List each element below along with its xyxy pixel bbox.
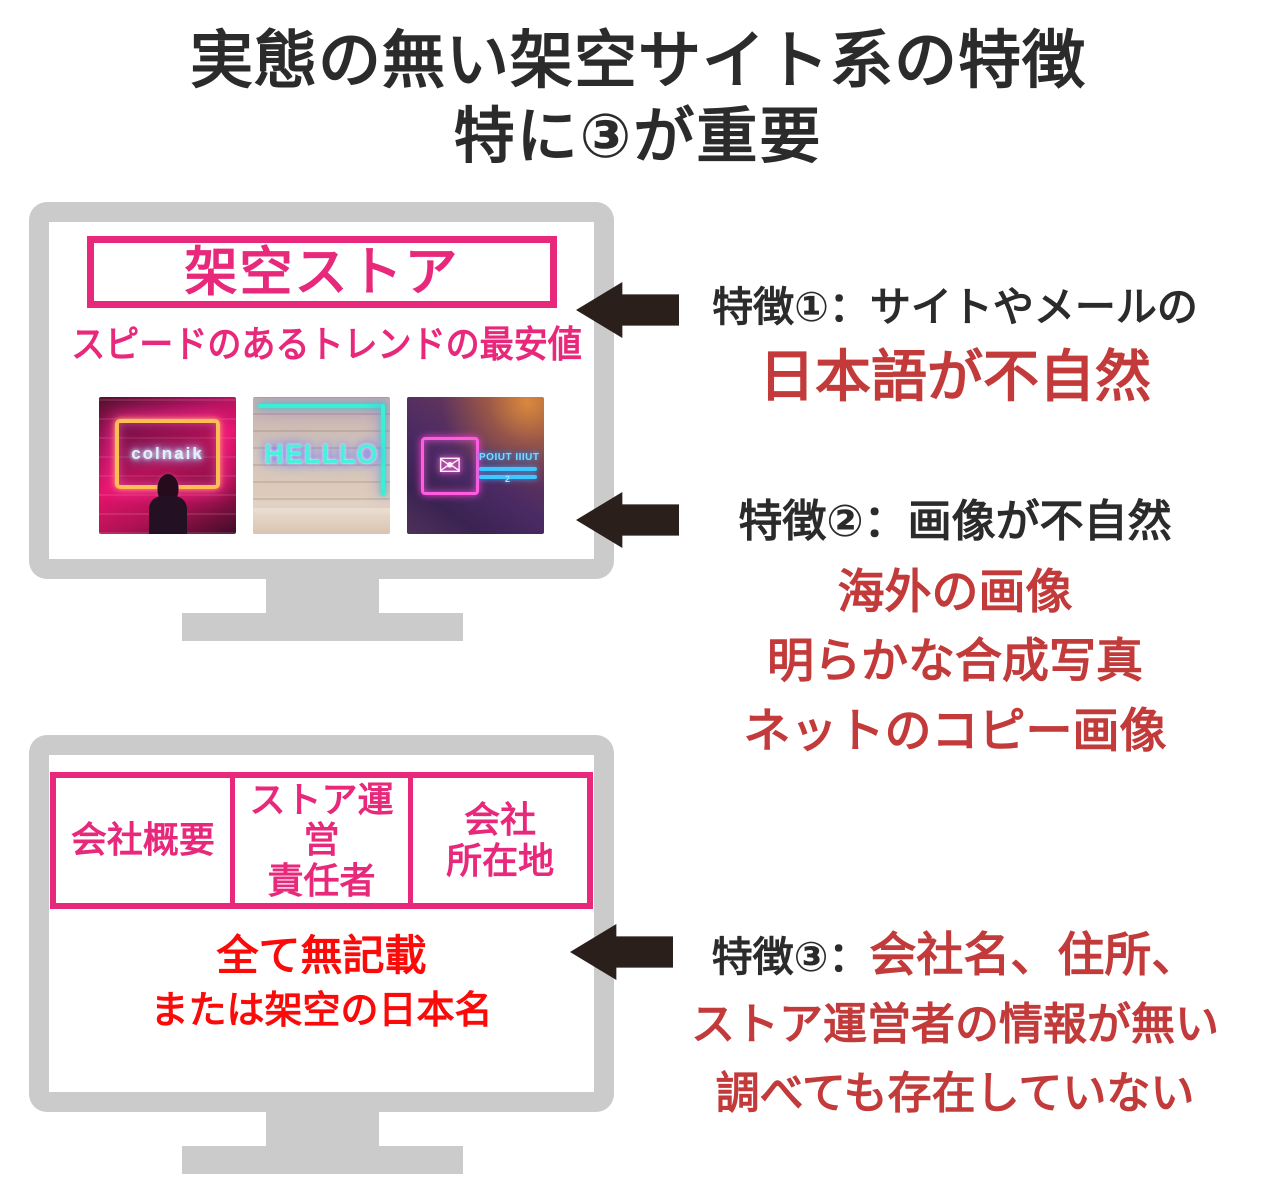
neon-bar-icon: [479, 467, 537, 471]
store-tagline: スピードのあるトレンドの最安値: [71, 324, 582, 365]
monitor-1-stand-base: [182, 613, 463, 641]
neon-square-frame-icon: ✉: [421, 437, 479, 495]
product-image-3: ✉ POIUT IIIUT 2: [407, 397, 544, 534]
feature-2-heading: 特徴②：画像が不自然: [738, 497, 1172, 546]
store-title-box: 架空ストア: [87, 236, 557, 308]
feature-2-block: 特徴②：画像が不自然 海外の画像 明らかな合成写真 ネットのコピー画像: [648, 497, 1262, 757]
feature-3-detail-2: 調べても存在していない: [715, 1069, 1195, 1119]
store-title: 架空ストア: [184, 242, 460, 302]
feature-2-detail-3: ネットのコピー画像: [743, 703, 1167, 757]
feature-3-heading-label: 特徴③：: [711, 934, 870, 980]
feature-3-heading: 特徴③：会社名、住所、: [648, 927, 1262, 983]
neon-sign-text-1: colnaik: [131, 444, 204, 463]
monitor-2-stand-base: [182, 1146, 463, 1174]
note-line-2: または架空の日本名: [150, 990, 493, 1033]
feature-2-detail-1: 海外の画像: [837, 564, 1073, 618]
table-cell-company-overview: 会社概要: [70, 819, 215, 861]
monitor-2-stand-neck: [266, 1111, 379, 1146]
feature-3-block: 特徴③：会社名、住所、 ストア運営者の情報が無い 調べても存在していない: [648, 927, 1262, 1121]
title-line-1: 実態の無い架空サイト系の特徴: [190, 26, 1086, 96]
monitor-2-frame: 会社概要 ストア運営 責任者 会社 所在地 全て無記載 または架空の日本名: [29, 735, 614, 1112]
monitor-1-frame: 架空ストア スピードのあるトレンドの最安値 colnaik HELLLO: [29, 202, 614, 579]
neon-small-text: 2: [505, 474, 511, 484]
feature-3-detail-1: ストア運営者の情報が無い: [691, 1000, 1219, 1050]
neon-sign-3: POIUT IIIUT 2: [479, 452, 541, 484]
company-info-table: 会社概要 ストア運営 責任者 会社 所在地: [50, 772, 593, 909]
feature-3-heading-detail: 会社名、住所、: [869, 928, 1199, 981]
table-cell-company-address: 会社 所在地: [408, 778, 587, 903]
feature-1-block: 特徴①：サイトやメールの 日本語が不自然: [648, 284, 1262, 405]
product-image-2: HELLLO: [253, 397, 390, 534]
neon-tube-icon: [258, 404, 385, 408]
table-note: 全て無記載 または架空の日本名: [49, 932, 594, 1033]
neon-tube-icon: [381, 404, 385, 496]
feature-1-detail: 日本語が不自然: [759, 345, 1151, 409]
neon-sign-text-3: POIUT IIIUT: [479, 452, 540, 463]
note-line-1: 全て無記載: [216, 932, 427, 979]
monitor-2-screen: 会社概要 ストア運営 責任者 会社 所在地 全て無記載 または架空の日本名: [49, 755, 594, 1092]
product-image-row: colnaik HELLLO ✉ POIUT IIIUT: [49, 397, 594, 534]
person-silhouette-icon: [147, 474, 189, 534]
neon-bar-icon: [479, 475, 537, 479]
envelope-icon: ✉: [438, 450, 462, 481]
product-image-1: colnaik: [99, 397, 236, 534]
page-title: 実態の無い架空サイト系の特徴 特に③が重要: [0, 22, 1276, 171]
monitor-1-stand-neck: [266, 578, 379, 613]
feature-1-heading: 特徴①：サイトやメールの: [712, 284, 1198, 330]
floor: [253, 508, 390, 534]
neon-sign-text-2: HELLLO: [264, 439, 379, 469]
feature-2-detail-2: 明らかな合成写真: [767, 634, 1143, 688]
title-line-2: 特に③が重要: [453, 101, 823, 170]
monitor-1-screen: 架空ストア スピードのあるトレンドの最安値 colnaik HELLLO: [49, 222, 594, 559]
table-cell-store-manager: ストア運営 責任者: [229, 778, 409, 903]
